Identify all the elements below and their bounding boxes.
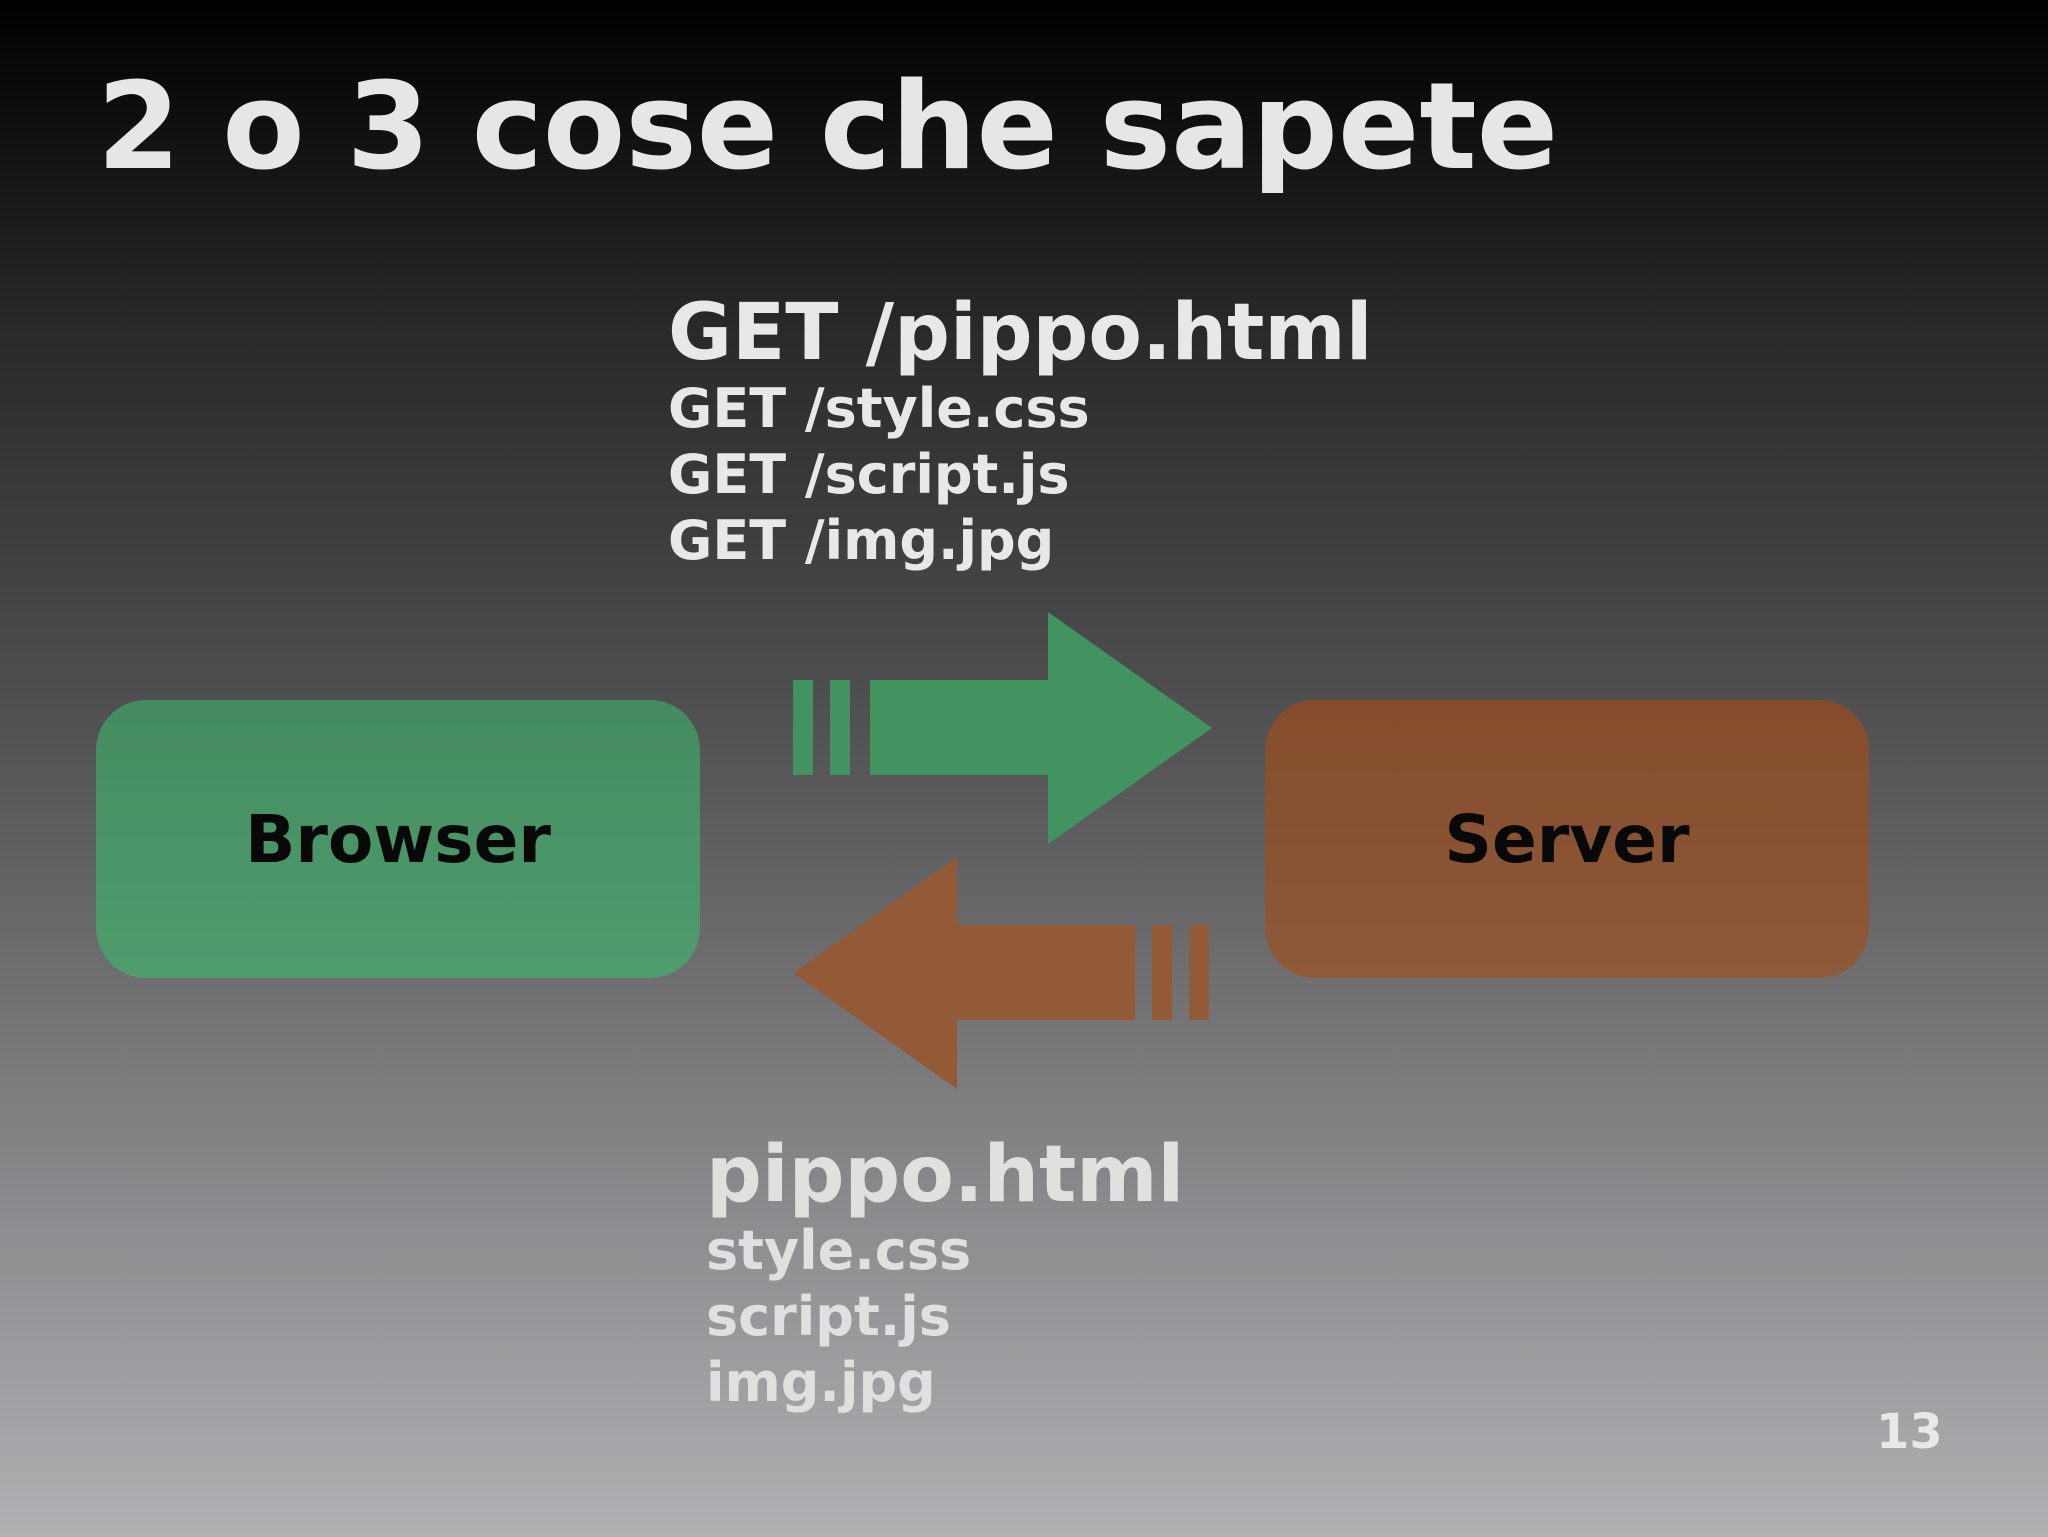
response-list: pippo.html style.css script.js img.jpg — [706, 1132, 1184, 1416]
request-list: GET /pippo.html GET /style.css GET /scri… — [668, 290, 1372, 574]
slide-title: 2 o 3 cose che sapete — [97, 58, 1559, 197]
server-label: Server — [1444, 800, 1690, 878]
request-item: GET /style.css — [668, 377, 1090, 440]
response-item: img.jpg — [706, 1351, 936, 1414]
response-main: pippo.html — [706, 1130, 1185, 1220]
browser-label: Browser — [245, 800, 551, 878]
request-item: GET /img.jpg — [668, 509, 1055, 572]
server-node: Server — [1265, 700, 1869, 978]
response-arrow-icon — [793, 857, 1209, 1089]
request-item: GET /script.js — [668, 443, 1070, 506]
response-item: script.js — [706, 1285, 951, 1348]
page-number: 13 — [1876, 1404, 1943, 1460]
request-main: GET /pippo.html — [668, 288, 1373, 378]
request-arrow-icon — [793, 612, 1212, 844]
response-item: style.css — [706, 1219, 972, 1282]
browser-node: Browser — [96, 700, 700, 978]
